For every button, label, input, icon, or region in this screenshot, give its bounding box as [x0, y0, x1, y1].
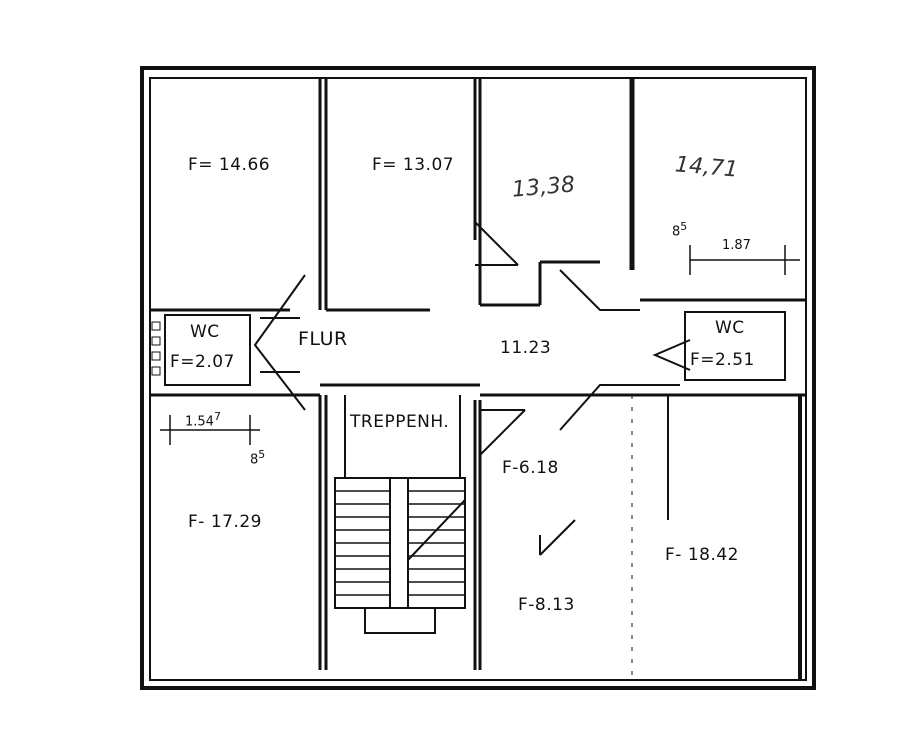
wc-left-area: F=2.07	[170, 352, 235, 372]
inner-wall-line	[149, 77, 807, 681]
wc-left-title: WC	[190, 322, 220, 342]
dimension-sup: 7	[213, 410, 221, 423]
dimension-label: 1.547	[185, 410, 221, 429]
wc-right-area: F=2.51	[690, 350, 755, 370]
dimension-sup: 5	[680, 220, 688, 233]
room-label: F= 13.07	[372, 155, 455, 175]
dimension-label: 85	[250, 448, 265, 467]
outer-wall	[140, 66, 816, 690]
dimension-value: 8	[672, 224, 681, 240]
room-label: F-8.13	[518, 595, 575, 615]
dimension-label: 85	[672, 220, 687, 239]
room-label: F- 17.29	[188, 512, 262, 532]
room-label: F- 18.42	[665, 545, 739, 565]
room-label: 14,71	[674, 152, 739, 183]
flur-area: 11.23	[500, 338, 552, 358]
dimension-value: 8	[250, 452, 259, 468]
room-label: F-6.18	[502, 458, 559, 478]
dimension-value: 1.54	[185, 414, 214, 430]
dimension-label: 1.87	[722, 238, 751, 253]
flur-label: FLUR	[298, 328, 348, 350]
stairwell-label: TREPPENH.	[350, 412, 450, 432]
wc-right-title: WC	[715, 318, 745, 338]
room-label: F= 14.66	[188, 155, 271, 175]
dimension-sup: 5	[258, 448, 266, 461]
